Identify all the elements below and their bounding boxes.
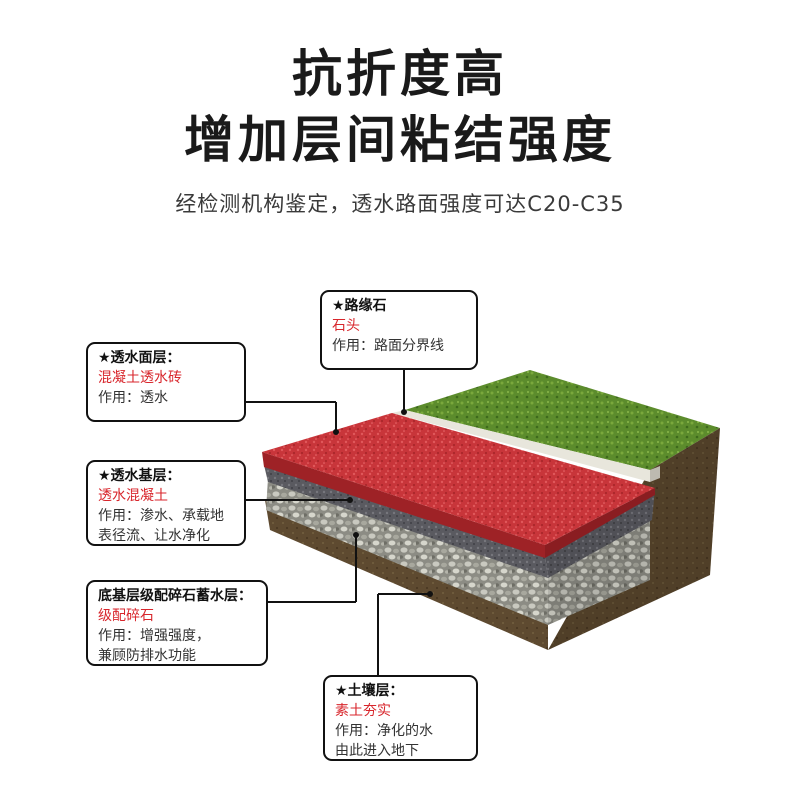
callout-base-material: 透水混凝土 [98,488,168,504]
callout-base-layer: ★透水基层： 透水混凝土 作用：渗水、承载地 表径流、让水净化 [86,460,246,546]
callout-curbstone-heading: ★路缘石 [332,298,387,314]
callout-subbase-usage-2: 兼顾防排水功能 [98,648,196,664]
callout-soil-usage-1: 作用：净化的水 [335,723,433,739]
callout-soil-layer: ★土壤层： 素土夯实 作用：净化的水 由此进入地下 [323,675,478,761]
title-line-2: 增加层间粘结强度 [184,111,616,169]
callout-subbase-usage-1: 作用：增强强度， [98,628,210,644]
callout-base-usage-1: 作用：渗水、承载地 [98,508,224,524]
callout-curbstone: ★路缘石 石头 作用：路面分界线 [320,290,478,370]
subtitle: 经检测机构鉴定，透水路面强度可达C20-C35 [175,192,625,216]
callout-base-heading: ★透水基层： [98,468,181,484]
callout-subbase-layer: 底基层级配碎石蓄水层： 级配碎石 作用：增强强度， 兼顾防排水功能 [86,580,268,666]
callout-surface-material: 混凝土透水砖 [98,370,182,386]
callout-base-usage-2: 表径流、让水净化 [98,528,210,544]
callout-surface-usage: 作用：透水 [98,390,168,406]
callout-curbstone-usage: 作用：路面分界线 [332,338,444,354]
callout-soil-usage-2: 由此进入地下 [335,743,419,759]
callout-subbase-material: 级配碎石 [98,608,154,624]
callout-surface-heading: ★透水面层： [98,350,181,366]
callout-subbase-heading: 底基层级配碎石蓄水层： [98,588,252,604]
callout-curbstone-material: 石头 [332,318,360,334]
callout-surface-layer: ★透水面层： 混凝土透水砖 作用：透水 [86,342,246,422]
callout-soil-heading: ★土壤层： [335,683,404,699]
title-line-1: 抗折度高 [292,45,508,103]
callout-soil-material: 素土夯实 [335,703,391,719]
